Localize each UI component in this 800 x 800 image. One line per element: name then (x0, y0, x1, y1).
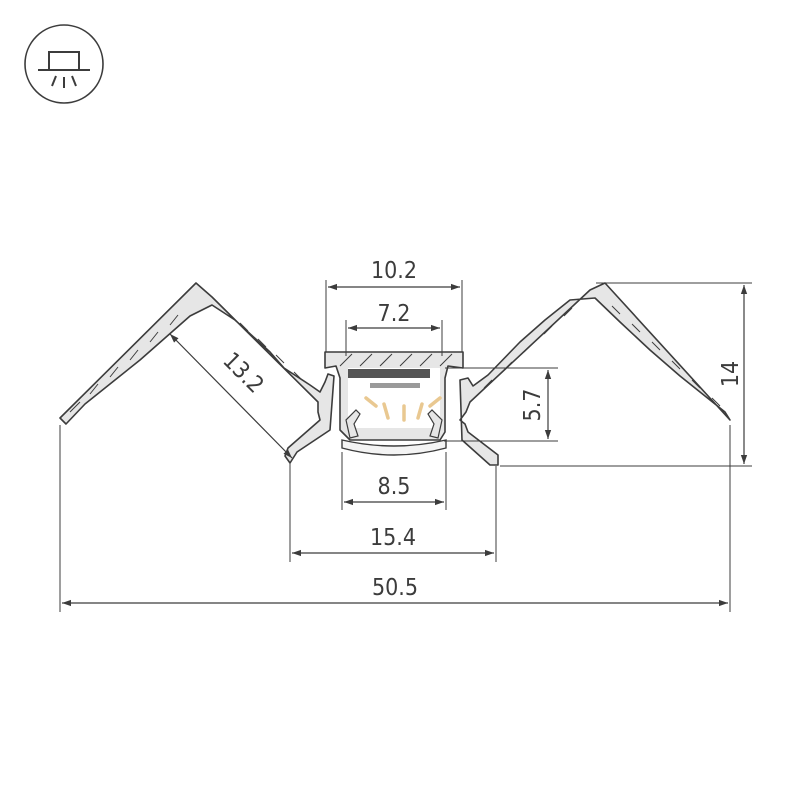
dim-height: 14 (718, 361, 744, 387)
hatching (69, 305, 721, 413)
right-clip (427, 409, 443, 439)
dim-total-width: 50.5 (372, 575, 418, 601)
left-clip (345, 409, 361, 439)
dim-line-flange-length (169, 333, 293, 459)
ceiling-downlight-icon (24, 24, 104, 104)
dim-inner-width: 7.2 (378, 301, 411, 327)
led-chip (370, 383, 420, 388)
dim-base-width: 15.4 (370, 525, 416, 551)
dimension-lines (62, 283, 748, 607)
dim-diffuser-width: 8.5 (378, 474, 411, 500)
dimension-labels: 10.2 7.2 13.2 5.7 14 8.5 15.4 50.5 (217, 258, 744, 601)
dim-top-width: 10.2 (371, 258, 417, 284)
dim-flange-length: 13.2 (217, 348, 268, 399)
extension-lines (59, 280, 752, 612)
led-light-rays (364, 396, 442, 422)
left-flange (59, 282, 335, 464)
profile-cross-section (59, 282, 731, 466)
led-strip (348, 369, 430, 378)
dim-depth: 5.7 (520, 389, 546, 422)
diffuser (341, 439, 447, 456)
right-flange (459, 282, 731, 466)
